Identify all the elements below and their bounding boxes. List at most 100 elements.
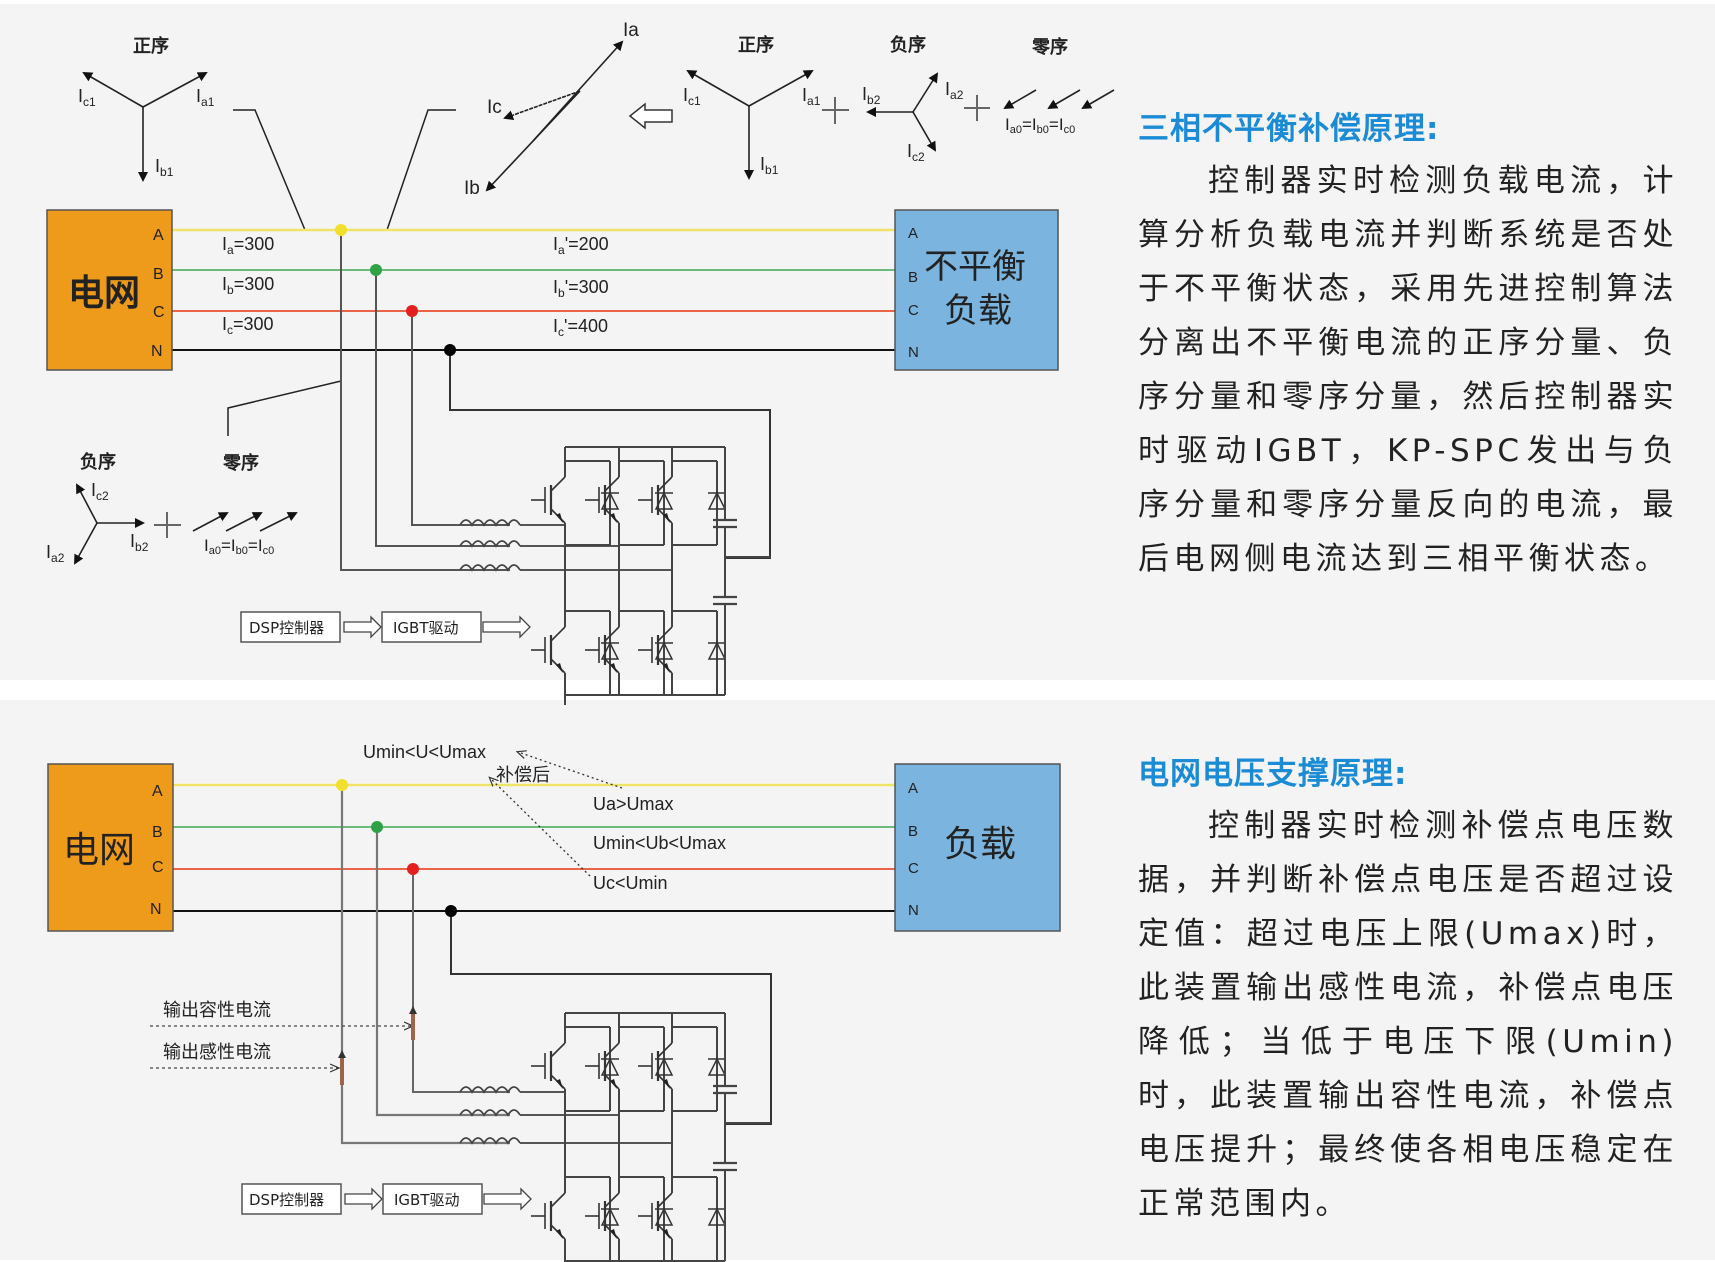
phase-label: C xyxy=(152,859,164,876)
dsp-label: DSP控制器 xyxy=(249,619,324,637)
zero-seq-title: 零序 xyxy=(1031,36,1068,58)
svg-text:Ic1: Ic1 xyxy=(683,85,701,108)
load-current-a: Ia'=200 xyxy=(553,234,609,257)
grid-current-a: Ia=300 xyxy=(222,234,274,257)
ub-state-label: Umin<Ub<Umax xyxy=(593,833,726,853)
phase-a-node xyxy=(335,224,347,236)
phase-c-node xyxy=(406,305,418,317)
load-box xyxy=(894,763,1061,932)
grid-label: 电网 xyxy=(63,830,135,871)
section-body: 控制器实时检测负载电流，计算分析负载电流并判断系统是否处于不平衡状态，采用先进控… xyxy=(1138,163,1678,577)
svg-text:Ia0=Ib0=Ic0: Ia0=Ib0=Ic0 xyxy=(1005,115,1075,136)
signal-arrow-icon xyxy=(343,615,382,639)
zero-sequence-vectors-left: 零序 Ia0=Ib0=Ic0 xyxy=(192,452,298,557)
unbalanced-load-box xyxy=(894,209,1059,371)
load-label-line1: 不平衡 xyxy=(924,247,1026,287)
phase-c-node xyxy=(407,863,419,875)
igbt-label: IGBT驱动 xyxy=(394,1191,460,1209)
igbt-label: IGBT驱动 xyxy=(393,619,459,637)
neutral-node xyxy=(445,905,457,917)
plus-sign-icon xyxy=(964,95,990,121)
load-label-line2: 负载 xyxy=(944,291,1012,331)
svg-text:零序: 零序 xyxy=(222,452,259,474)
positive-seq-title: 正序 xyxy=(133,35,169,57)
igbt-driver-box xyxy=(381,611,482,643)
signal-arrow-icon xyxy=(483,1187,532,1211)
phase-b-node xyxy=(371,821,383,833)
zero-sequence-vectors-top: 零序 Ia0=Ib0=Ic0 xyxy=(1003,36,1115,136)
section-heading: 电网电压支撑原理: xyxy=(1138,756,1408,792)
igbt-driver-box xyxy=(382,1183,483,1215)
section-heading: 三相不平衡补偿原理: xyxy=(1138,111,1440,147)
dsp-controller-box xyxy=(240,611,341,643)
load-current-b: Ib'=300 xyxy=(553,277,609,300)
unbalance-description: 三相不平衡补偿原理: 控制器实时检测负载电流，计算分析负载电流并判断系统是否处于… xyxy=(1138,103,1678,586)
phase-label: B xyxy=(908,823,918,840)
grid-current-b: Ib=300 xyxy=(222,274,274,297)
phase-label: N xyxy=(151,343,163,360)
uc-state-label: Uc<Umin xyxy=(593,873,668,893)
phase-label: N xyxy=(908,902,919,919)
unbalanced-vectors: Ia Ic Ib xyxy=(464,20,639,199)
signal-arrow-icon xyxy=(344,1187,383,1211)
vector-label-ia: Ia xyxy=(623,20,639,41)
phase-b-node xyxy=(370,264,382,276)
positive-sequence-vectors-top: 正序 Ic1 Ia1 Ib1 xyxy=(683,34,821,180)
positive-seq-title: 正序 xyxy=(738,34,774,56)
unbalance-panel xyxy=(0,4,1715,680)
grid-box xyxy=(46,209,173,371)
phase-label: N xyxy=(150,901,162,918)
svg-text:Ib2: Ib2 xyxy=(862,84,881,107)
grid-box xyxy=(47,763,174,932)
phase-label: B xyxy=(908,269,918,286)
svg-text:Ic2: Ic2 xyxy=(907,141,925,164)
svg-text:Ia2: Ia2 xyxy=(945,79,964,102)
compensator-wiring xyxy=(340,230,771,705)
dotted-pointer xyxy=(490,778,591,877)
negative-seq-title: 负序 xyxy=(890,34,926,56)
negative-sequence-vectors-left: 负序 Ic2 Ib2 Ia2 xyxy=(46,451,149,565)
phase-label: B xyxy=(153,266,164,283)
svg-text:Ia2: Ia2 xyxy=(46,542,65,565)
ua-state-label: Ua>Umax xyxy=(593,794,674,814)
voltage-support-panel xyxy=(0,700,1715,1260)
capacitive-output-label: 输出容性电流 xyxy=(163,1000,271,1021)
decompose-arrow-icon xyxy=(628,102,673,130)
positive-sequence-vectors-left: 正序 Ic1 Ia1 Ib1 xyxy=(78,35,215,182)
phase-a-node xyxy=(336,779,348,791)
plus-sign-icon xyxy=(822,97,849,124)
phase-label: N xyxy=(908,344,919,361)
phase-label: C xyxy=(908,860,919,877)
vector-label-ib1: Ib1 xyxy=(155,156,174,179)
grid-label: 电网 xyxy=(68,273,140,314)
phase-label: A xyxy=(908,780,918,797)
svg-text:Ib1: Ib1 xyxy=(760,154,779,177)
dsp-label: DSP控制器 xyxy=(249,1191,324,1209)
inductive-output-label: 输出感性电流 xyxy=(163,1042,271,1063)
phase-label: A xyxy=(152,783,163,800)
phase-label: A xyxy=(153,227,164,244)
vector-label-ic1: Ic1 xyxy=(78,86,96,109)
load-current-c: Ic'=400 xyxy=(553,316,608,339)
callout-line xyxy=(233,109,306,231)
voltage-support-description: 电网电压支撑原理: 控制器实时检测补偿点电压数据，并判断补偿点电压是否超过设定值… xyxy=(1138,748,1678,1231)
svg-text:Ic2: Ic2 xyxy=(91,480,109,503)
normal-range-label: Umin<U<Umax xyxy=(363,742,486,762)
vector-label-ia1: Ia1 xyxy=(196,86,215,109)
svg-text:Ia0=Ib0=Ic0: Ia0=Ib0=Ic0 xyxy=(204,536,274,557)
svg-text:Ia1: Ia1 xyxy=(802,85,821,108)
callout-line xyxy=(227,380,342,436)
vector-label-ib: Ib xyxy=(464,178,480,199)
svg-text:Ib2: Ib2 xyxy=(130,531,149,554)
phase-label: C xyxy=(153,304,165,321)
neutral-node xyxy=(444,344,456,356)
plus-sign-icon xyxy=(154,512,181,538)
phase-label: B xyxy=(152,824,163,841)
dotted-pointer xyxy=(518,752,623,789)
dsp-controller-box xyxy=(241,1183,342,1215)
phase-label: A xyxy=(908,225,918,242)
section-body: 控制器实时检测补偿点电压数据，并判断补偿点电压是否超过设定值：超过电压上限(Um… xyxy=(1138,808,1678,1222)
grid-current-c: Ic=300 xyxy=(222,314,274,337)
phase-label: C xyxy=(908,302,919,319)
